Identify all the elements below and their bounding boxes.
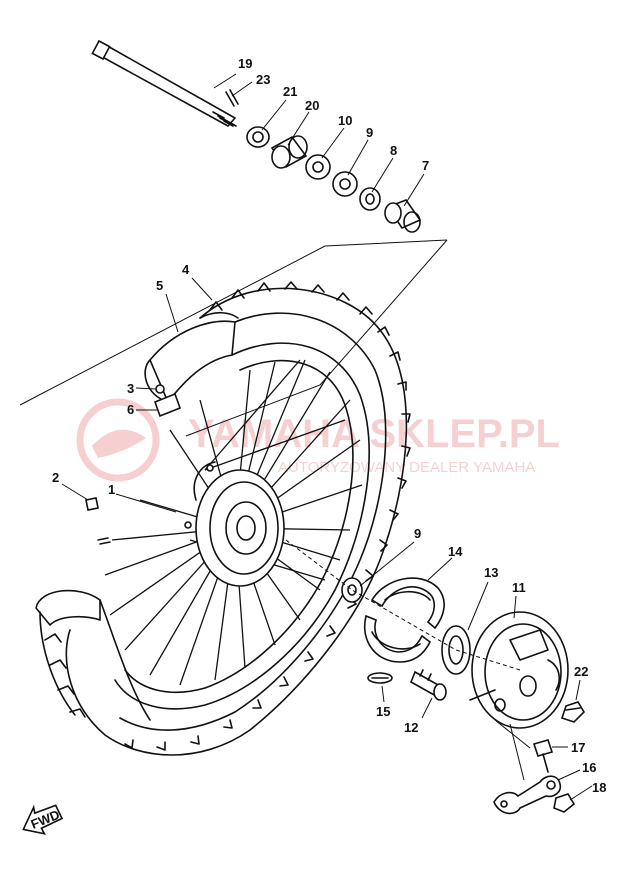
lever-nut	[553, 793, 576, 813]
brake-camshaft	[409, 669, 447, 701]
part-label-12: 12	[404, 720, 418, 735]
part-label-16: 16	[582, 760, 596, 775]
part-label-14: 14	[448, 544, 463, 559]
tube-valve	[153, 384, 182, 418]
assembly-guide-lines	[285, 539, 531, 781]
part-label-9-bottom: 9	[414, 526, 421, 541]
part-label-8: 8	[390, 143, 397, 158]
front-axle	[91, 39, 237, 127]
lever-bolt	[532, 739, 554, 773]
part-label-1: 1	[108, 482, 115, 497]
part-label-13: 13	[484, 565, 498, 580]
oil-seal-collar	[246, 126, 270, 148]
part-label-11: 11	[512, 580, 526, 595]
part-label-20: 20	[305, 98, 319, 113]
watermark: YAMAHA SKLEP.PL AUTORYZOWANY DEALER YAMA…	[76, 398, 560, 482]
brake-shoes	[363, 577, 445, 663]
part-label-21: 21	[283, 84, 297, 99]
part-label-3: 3	[127, 381, 134, 396]
part-label-7: 7	[422, 158, 429, 173]
bearing-left	[305, 154, 331, 180]
part-label-5: 5	[156, 278, 163, 293]
indicator-washer	[367, 672, 393, 684]
part-label-19: 19	[238, 56, 252, 71]
part-label-4: 4	[182, 262, 190, 277]
part-labels: 19 23 21 20 10 9 8 7 4 5 3 6 2 1 9 14 13…	[52, 56, 606, 795]
part-label-18: 18	[592, 780, 606, 795]
part-label-2: 2	[52, 470, 59, 485]
leader-lines	[61, 73, 593, 801]
brake-oil-seal	[441, 625, 471, 675]
watermark-main-text: YAMAHA SKLEP.PL	[188, 412, 560, 456]
wheel-rim-and-tire	[35, 281, 411, 756]
forward-direction-arrow: FWD	[22, 804, 64, 835]
part-label-17: 17	[571, 740, 585, 755]
brake-side-bearing	[341, 577, 363, 603]
part-label-10: 10	[338, 113, 352, 128]
part-label-9-top: 9	[366, 125, 373, 140]
spacer	[270, 135, 308, 169]
part-label-22: 22	[574, 664, 588, 679]
part-label-23: 23	[256, 72, 270, 87]
cotter-pin	[225, 89, 239, 107]
watermark-sub-text: AUTORYZOWANY DEALER YAMAHA	[278, 459, 535, 476]
spoke-nipple	[85, 497, 111, 545]
brake-cam-lever	[493, 775, 562, 815]
bearing-right	[332, 171, 358, 197]
oil-seal	[359, 187, 381, 211]
wheel-hub	[184, 461, 285, 587]
part-label-15: 15	[376, 704, 390, 719]
part-label-6: 6	[127, 402, 134, 417]
axle-nut	[560, 701, 586, 723]
collar	[384, 199, 422, 233]
